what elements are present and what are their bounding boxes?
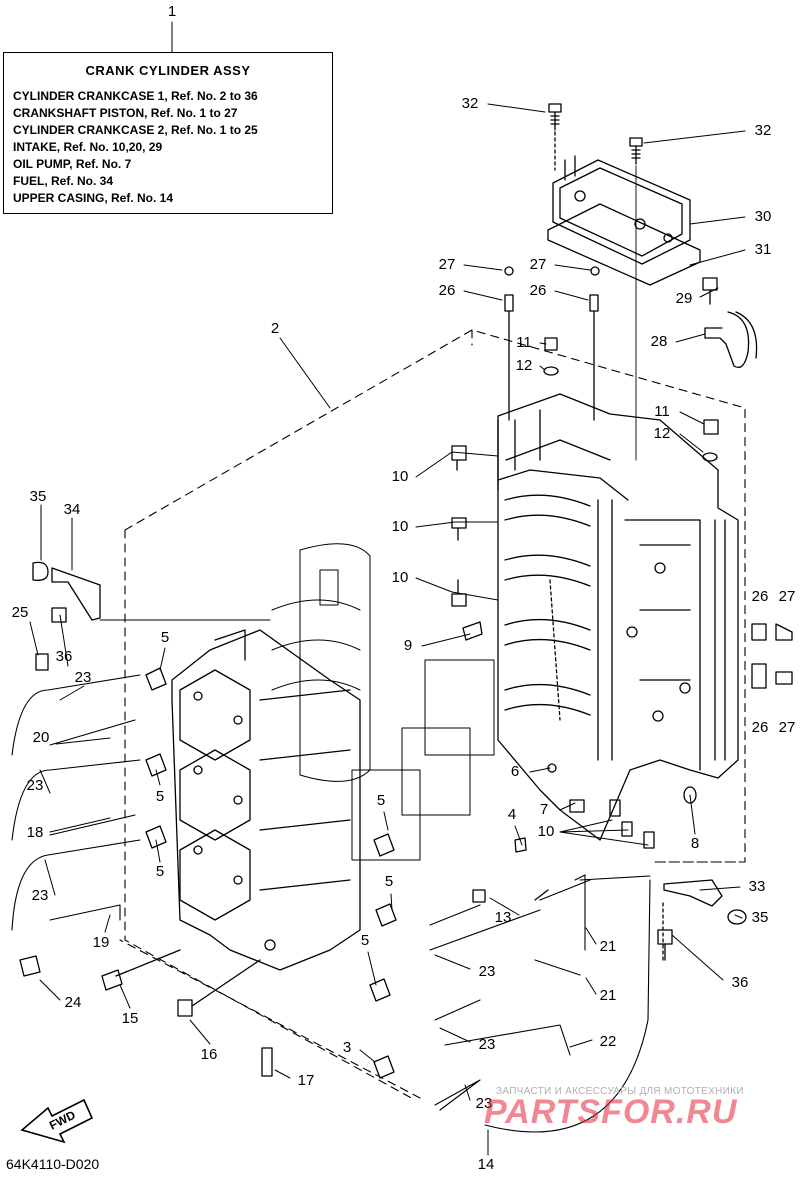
callout-label: 28 [651, 333, 668, 350]
callout-label: 35 [30, 488, 47, 505]
callout-label: 18 [27, 824, 44, 841]
bolt-32-left [548, 103, 562, 171]
callout-label: 23 [32, 887, 49, 904]
callout-label: 12 [516, 357, 533, 374]
callout-label: 5 [156, 788, 164, 805]
callout-label: 2 [271, 320, 279, 337]
callout-label: 23 [476, 1095, 493, 1112]
callout-label: 10 [538, 823, 555, 840]
legend-title: CRANK CYLINDER ASSY [85, 63, 251, 78]
legend-line: UPPER CASING, Ref. No. 14 [13, 191, 174, 205]
fwd-arrow-icon [20, 1098, 94, 1144]
callout-label: 27 [779, 588, 796, 605]
callout-label: 13 [495, 909, 512, 926]
callout-label: 3 [343, 1039, 351, 1056]
callout-label: 5 [377, 792, 385, 809]
callout-label: 33 [749, 878, 766, 895]
callout-label: 11 [516, 334, 532, 351]
callout-label: 30 [755, 208, 772, 225]
hoses [11, 674, 651, 1133]
callout-label: 5 [361, 932, 369, 949]
callout-label: 10 [392, 468, 409, 485]
callout-label: 8 [691, 835, 699, 852]
callout-label: 36 [732, 974, 749, 991]
legend-line: OIL PUMP, Ref. No. 7 [13, 157, 132, 171]
crankshaft-silhouette [271, 543, 495, 861]
callout-label: 5 [156, 863, 164, 880]
cover-gasket [547, 203, 701, 286]
callout-label: 5 [385, 873, 393, 890]
crankcase-block-right [497, 393, 739, 841]
callout-label: 12 [654, 425, 671, 442]
callout-label: 20 [33, 729, 50, 746]
plug-11-left [543, 337, 559, 376]
watermark-tagline: ЗАПЧАСТИ И АКСЕССУАРЫ ДЛЯ МОТОТЕХНИКИ [496, 1086, 744, 1097]
dowel-pins-upper [504, 266, 600, 421]
plug-11-right [702, 419, 719, 462]
callout-label: 32 [462, 95, 479, 112]
crankcase-block-left [171, 629, 361, 971]
callout-label: 21 [600, 987, 617, 1004]
legend-line: INTAKE, Ref. No. 10,20, 29 [13, 140, 163, 154]
callout-label: 10 [392, 569, 409, 586]
assembly-boundary-dashed [119, 329, 746, 1101]
callout-label: 11 [654, 403, 670, 420]
callout-label: 15 [122, 1010, 139, 1027]
callout-label: 26 [752, 588, 769, 605]
legend-line: CYLINDER CRANKCASE 2, Ref. No. 1 to 25 [13, 123, 258, 137]
legend-box: CRANK CYLINDER ASSY CYLINDER CRANKCASE 1… [3, 52, 333, 214]
callout-label: 9 [404, 637, 412, 654]
callout-label: 14 [478, 1156, 495, 1173]
callout-label: 10 [392, 518, 409, 535]
callout-label: 4 [508, 806, 516, 823]
callout-label: 36 [56, 648, 73, 665]
bolt-32-right [629, 137, 643, 461]
callout-label: 7 [540, 801, 548, 818]
callout-label: 16 [201, 1046, 218, 1063]
callout-label: 26 [439, 282, 456, 299]
watermark-brand: PARTSFOR.RU [484, 1093, 738, 1131]
callout-label: 27 [530, 256, 547, 273]
callout-label: 23 [27, 777, 44, 794]
legend-line: CYLINDER CRANKCASE 1, Ref. No. 2 to 36 [13, 89, 258, 103]
callout-label: 26 [530, 282, 547, 299]
callout-label: 34 [64, 501, 81, 518]
callout-label: 35 [752, 909, 769, 926]
diagram-code: 64K4110-D020 [6, 1156, 100, 1172]
callout-label: 27 [439, 256, 456, 273]
callout-label: 22 [600, 1033, 617, 1050]
callout-label: 1 [168, 3, 176, 20]
legend-line: CRANKSHAFT PISTON, Ref. No. 1 to 27 [13, 106, 238, 120]
cylinder-head-cover [552, 155, 691, 265]
fittings [19, 445, 793, 1079]
callout-label: 17 [298, 1072, 315, 1089]
legend-line: FUEL, Ref. No. 34 [13, 174, 114, 188]
callout-label: 24 [65, 994, 82, 1011]
callout-label: 31 [755, 241, 772, 258]
leader-lines [29, 21, 746, 1156]
callout-label: 23 [479, 1036, 496, 1053]
callout-label: 23 [75, 669, 92, 686]
callout-label: 5 [161, 629, 169, 646]
callout-label: 26 [752, 719, 769, 736]
callout-label: 23 [479, 963, 496, 980]
hose-clamp-bracket [702, 277, 758, 369]
callout-label: 29 [676, 290, 693, 307]
callout-label: 32 [755, 122, 772, 139]
callout-label: 21 [600, 938, 617, 955]
callout-label: 19 [93, 934, 110, 951]
callout-label: 25 [12, 604, 29, 621]
callout-label: 27 [779, 719, 796, 736]
callout-label: 6 [511, 763, 519, 780]
